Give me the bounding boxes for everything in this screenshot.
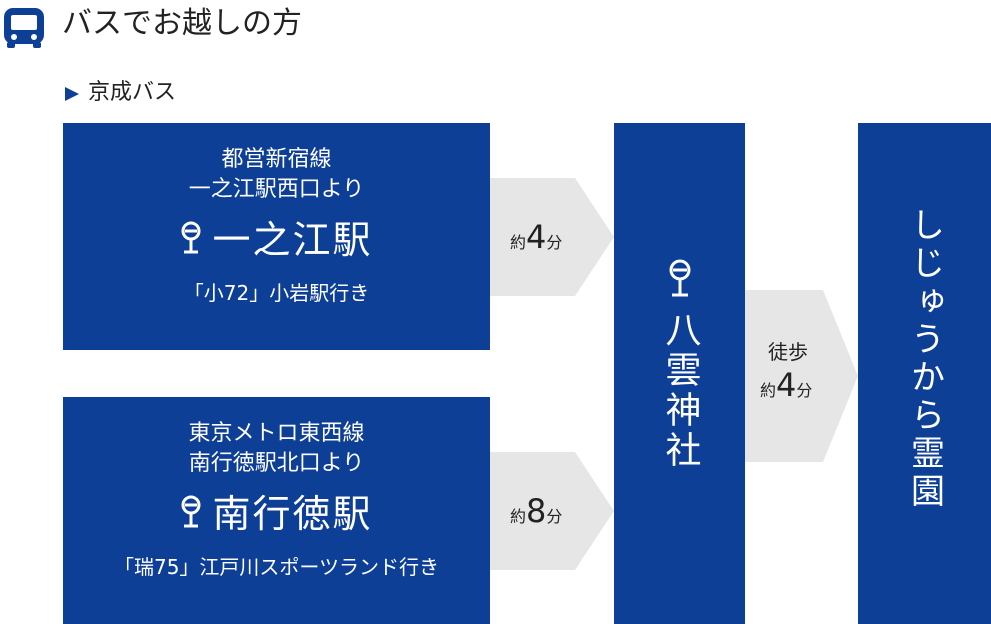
walk-unit: 分 (796, 381, 813, 400)
travel-unit: 分 (546, 507, 563, 526)
walk-prefix: 約 (760, 381, 777, 400)
bus-stop-name: 八雲神社 (659, 311, 701, 471)
bus-route: 「瑞75」江戸川スポーツランド行き (113, 555, 440, 579)
travel-number: 8 (526, 492, 547, 530)
bus-company-heading: 京成バス (88, 80, 177, 105)
arrow-walk (745, 290, 858, 462)
exit-label: 一之江駅西口より (188, 177, 365, 202)
bus-route: 「小72」小岩駅行き (183, 281, 370, 305)
triangle-right-icon (64, 86, 80, 106)
destination-name: しじゅうから霊園 (904, 207, 945, 511)
bus-stop-pin-icon (180, 221, 202, 259)
walk-label: 徒歩 (768, 340, 808, 364)
origin-box-minami-gyotoku: 東京メトロ東西線 南行徳駅北口より 南行徳駅 「瑞75」江戸川スポーツランド行き (63, 397, 490, 624)
walk-time: 約4分 (760, 366, 812, 404)
walk-number: 4 (776, 366, 797, 404)
travel-prefix: 約 (510, 507, 527, 526)
travel-number: 4 (526, 218, 547, 256)
travel-unit: 分 (546, 233, 563, 252)
line-name: 都営新宿線 (221, 147, 332, 172)
arrow-route-2 (490, 452, 614, 570)
destination-box: しじゅうから霊園 (858, 123, 991, 624)
bus-stop-pin-icon (180, 495, 202, 533)
bus-icon (2, 6, 46, 54)
travel-time-route-1: 約4分 (510, 218, 562, 256)
bus-stop-pin-icon (667, 259, 693, 303)
station-name: 一之江駅 (212, 218, 373, 262)
station-name: 南行徳駅 (212, 492, 373, 536)
origin-box-ichinoe: 都営新宿線 一之江駅西口より 一之江駅 「小72」小岩駅行き (63, 123, 490, 350)
line-name: 東京メトロ東西線 (188, 421, 365, 446)
travel-prefix: 約 (510, 233, 527, 252)
arrow-route-1 (490, 178, 614, 296)
travel-time-route-2: 約8分 (510, 492, 562, 530)
page-title: バスでお越しの方 (62, 6, 302, 41)
exit-label: 南行徳駅北口より (188, 451, 365, 476)
bus-stop-box: 八雲神社 (614, 123, 745, 624)
